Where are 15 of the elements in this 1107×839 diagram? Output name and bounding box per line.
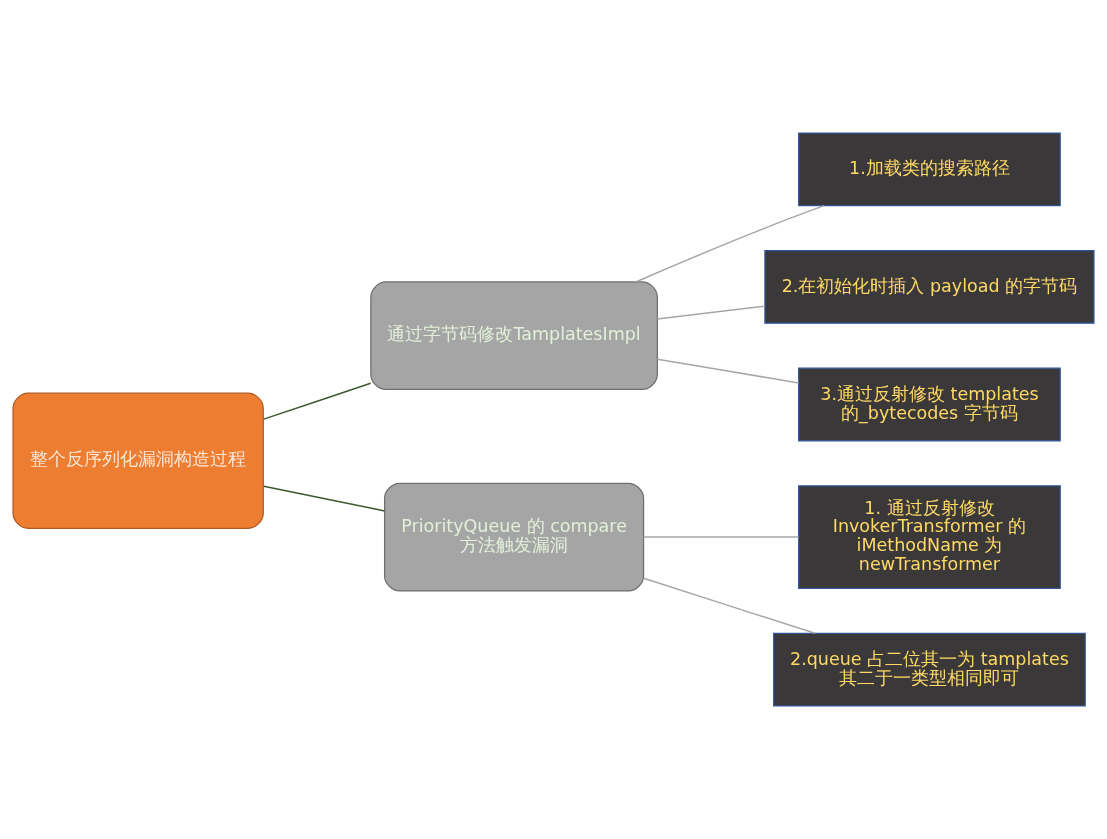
node-box: 2.queue 占二位其一为 tamplates 其二于一类型相同即可 xyxy=(773,632,1086,707)
node-box: 1.加载类的搜索路径 xyxy=(798,132,1061,207)
node-box: 1. 通过反射修改 InvokerTransformer 的 iMethodName 为 newTransformer xyxy=(798,485,1061,589)
connector xyxy=(263,485,386,512)
connector xyxy=(635,204,825,283)
connector xyxy=(642,577,816,635)
connector xyxy=(656,358,800,384)
node-box: 2.在初始化时插入 payload 的字节码 xyxy=(764,250,1095,324)
node-box: PriorityQueue 的 compare 方法触发漏洞 xyxy=(384,482,645,592)
connector xyxy=(656,305,766,320)
node-box: 整个反序列化漏洞构造过程 xyxy=(12,392,264,529)
node-box: 3.通过反射修改 templates 的_bytecodes 字节码 xyxy=(798,367,1061,442)
connector xyxy=(642,536,800,538)
connector xyxy=(263,382,372,420)
node-box: 通过字节码修改TamplatesImpl xyxy=(370,281,658,391)
